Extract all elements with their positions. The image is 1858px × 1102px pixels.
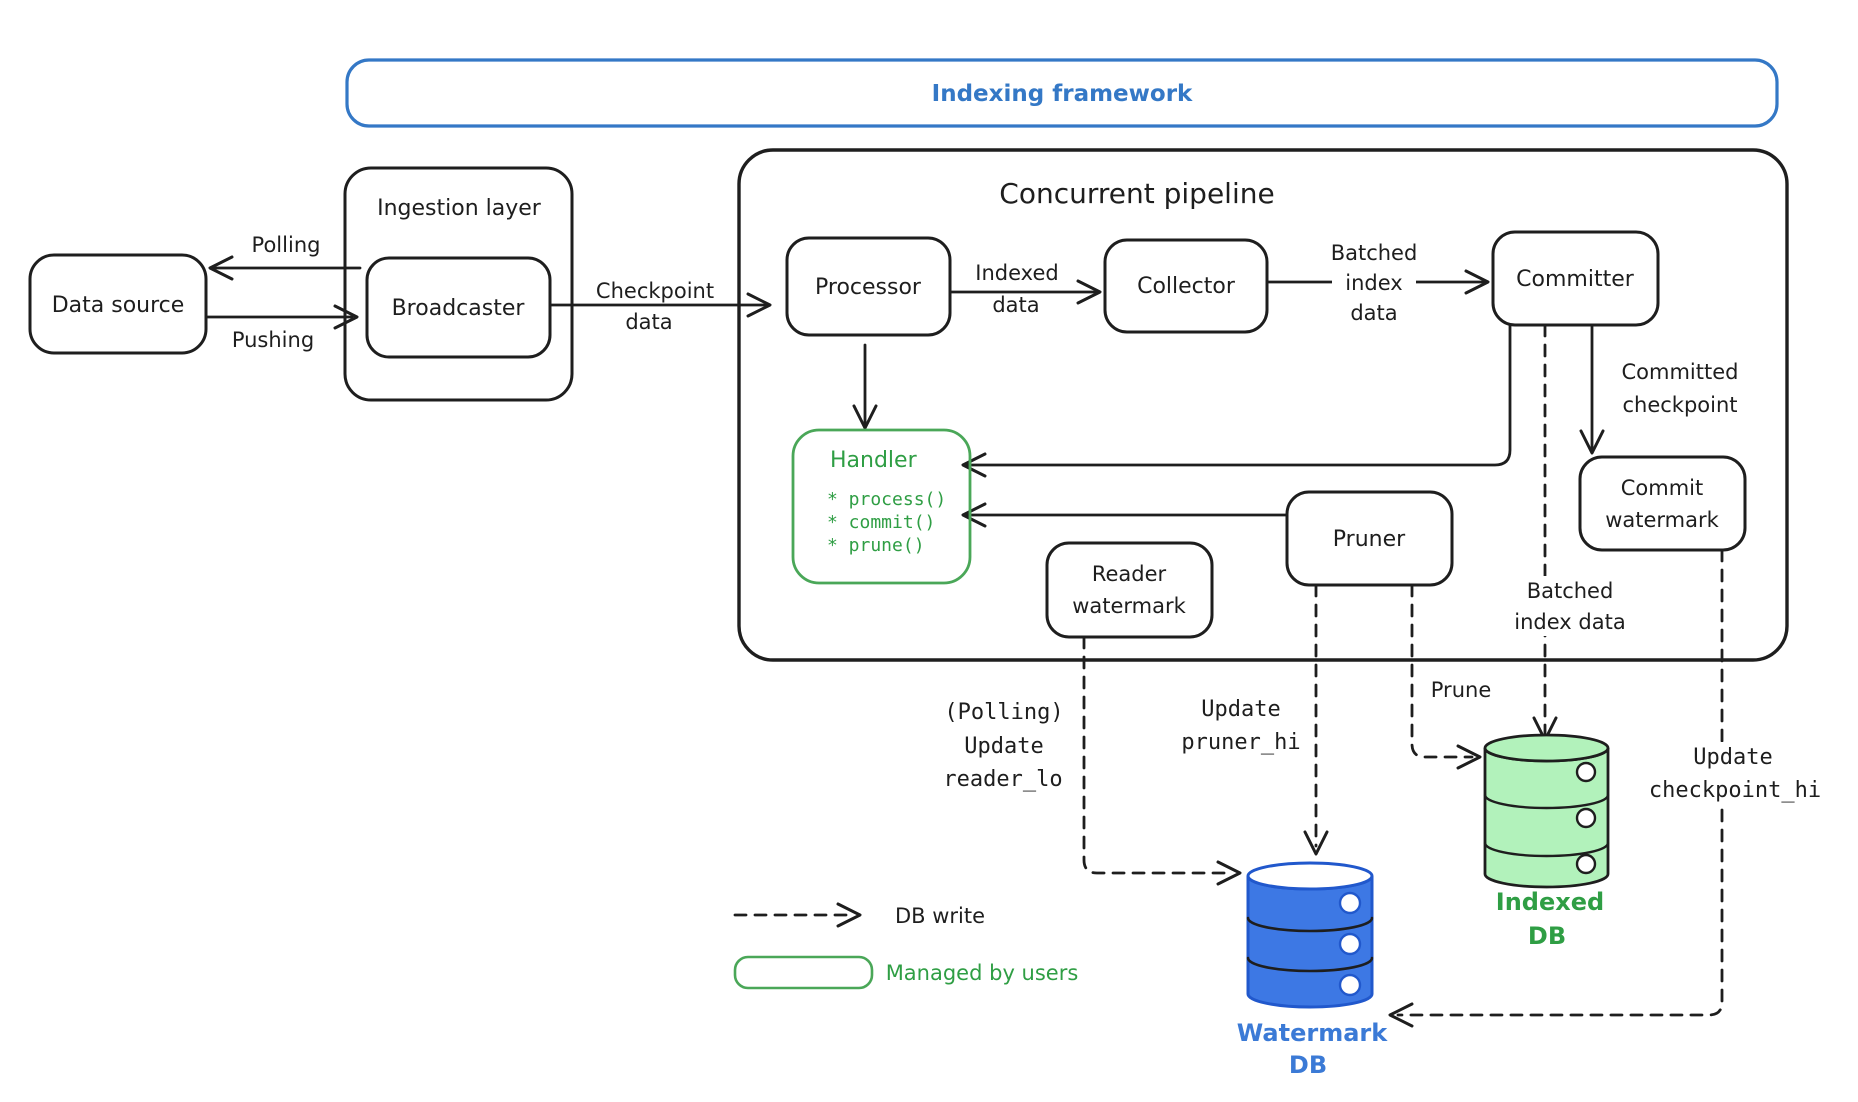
- watermark-db-top: [1246, 861, 1374, 891]
- update-pruner-hi-label-line2: pruner_hi: [1181, 730, 1300, 755]
- indexed-data-label-line1: Indexed: [975, 261, 1058, 285]
- batched-index-data-db-label-line1: Batched: [1527, 579, 1614, 603]
- batched-index-data-label-line1: Batched: [1331, 241, 1418, 265]
- indexed-db-label-line2: DB: [1528, 922, 1566, 950]
- pushing-label: Pushing: [232, 328, 314, 352]
- update-reader-lo-label-line2: Update: [964, 734, 1043, 759]
- committer-label: Committer: [1516, 267, 1635, 292]
- watermark-db-cylinder: Watermark DB: [1237, 861, 1388, 1079]
- handler-method-commit: * commit(): [827, 512, 935, 533]
- update-reader-lo-label-line3: reader_lo: [943, 767, 1062, 792]
- committer-to-handler-arrow: [961, 323, 1512, 478]
- update-pruner-hi-label-line1: Update: [1201, 697, 1280, 722]
- legend-db-write: DB write: [733, 902, 985, 928]
- watermark-db-label-line1: Watermark: [1237, 1019, 1388, 1047]
- broadcaster-node: Broadcaster: [365, 256, 552, 359]
- update-checkpoint-hi-label-line1: Update: [1693, 745, 1772, 770]
- data-source-node: Data source: [28, 253, 208, 355]
- legend-managed-by-users: Managed by users: [733, 955, 1079, 990]
- reader-watermark-label-line1: Reader: [1092, 562, 1167, 586]
- concurrent-pipeline-label: Concurrent pipeline: [999, 177, 1274, 210]
- update-reader-lo-arrow: [1082, 635, 1242, 886]
- pruner-node: Pruner: [1285, 490, 1454, 587]
- update-checkpoint-hi-arrow: [1388, 548, 1724, 1028]
- collector-label: Collector: [1137, 274, 1236, 299]
- watermark-db-label-line2: DB: [1289, 1051, 1327, 1079]
- committed-checkpoint-arrow: [1579, 323, 1605, 455]
- batched-index-data-label-line2: index: [1345, 271, 1402, 295]
- legend-managed-by-users-label: Managed by users: [886, 961, 1079, 985]
- update-checkpoint-hi-label-bg: [1636, 742, 1836, 804]
- prune-arrow: [1410, 583, 1482, 770]
- data-source-label: Data source: [52, 293, 185, 318]
- processor-to-handler-arrow: [852, 343, 878, 430]
- commit-watermark-node: Commit watermark: [1578, 455, 1747, 552]
- commit-watermark-label-line1: Commit: [1621, 476, 1704, 500]
- update-checkpoint-hi-label-line2: checkpoint_hi: [1649, 778, 1821, 803]
- concurrent-pipeline-frame: Concurrent pipeline: [737, 148, 1789, 662]
- committed-checkpoint-label-line2: checkpoint: [1622, 393, 1737, 417]
- committed-checkpoint-label-line1: Committed: [1622, 360, 1739, 384]
- update-pruner-hi-arrow: [1303, 583, 1329, 856]
- handler-title: Handler: [830, 448, 918, 473]
- indexed-db-label-line1: Indexed: [1496, 888, 1604, 916]
- pushing-arrow: [205, 304, 359, 330]
- broadcaster-label: Broadcaster: [392, 296, 526, 321]
- reader-watermark-node: Reader watermark: [1045, 541, 1214, 639]
- checkpoint-data-label-line2: data: [625, 310, 672, 334]
- pruner-label: Pruner: [1333, 527, 1406, 552]
- indexed-db-top: [1483, 733, 1610, 763]
- reader-watermark-label-line2: watermark: [1072, 594, 1186, 618]
- polling-label: Polling: [252, 233, 321, 257]
- batched-index-label-bg: [1332, 266, 1416, 298]
- batched-index-data-to-db-arrow: [1532, 323, 1558, 742]
- indexed-data-arrow: [948, 279, 1102, 305]
- handler-node: Handler * process() * commit() * prune(): [791, 428, 972, 585]
- collector-node: Collector: [1103, 238, 1269, 334]
- update-reader-lo-label-line1: (Polling): [944, 700, 1063, 725]
- ingestion-layer-label: Ingestion layer: [377, 196, 542, 221]
- indexing-framework-frame: Indexing framework: [345, 58, 1779, 128]
- batched-index-data-db-label-line2: index data: [1514, 610, 1625, 634]
- batched-index-db-label-bg: [1496, 576, 1644, 636]
- processor-node: Processor: [785, 236, 952, 337]
- committer-node: Committer: [1491, 230, 1660, 327]
- handler-method-process: * process(): [827, 489, 946, 510]
- handler-method-prune: * prune(): [827, 535, 925, 556]
- prune-label: Prune: [1431, 678, 1491, 702]
- legend-db-write-label: DB write: [895, 904, 985, 928]
- indexing-framework-label: Indexing framework: [932, 81, 1193, 107]
- checkpoint-data-label-line1: Checkpoint: [596, 279, 714, 303]
- processor-label: Processor: [815, 275, 922, 300]
- batched-index-data-label-line3: data: [1350, 301, 1397, 325]
- polling-arrow: [208, 255, 362, 281]
- pruner-to-handler-arrow: [961, 502, 1289, 528]
- checkpoint-data-arrow: [548, 292, 772, 318]
- ingestion-layer-frame: Ingestion layer: [343, 166, 574, 402]
- indexed-db-cylinder: Indexed DB: [1483, 733, 1610, 950]
- indexed-data-label-line2: data: [992, 293, 1039, 317]
- commit-watermark-label-line2: watermark: [1605, 508, 1719, 532]
